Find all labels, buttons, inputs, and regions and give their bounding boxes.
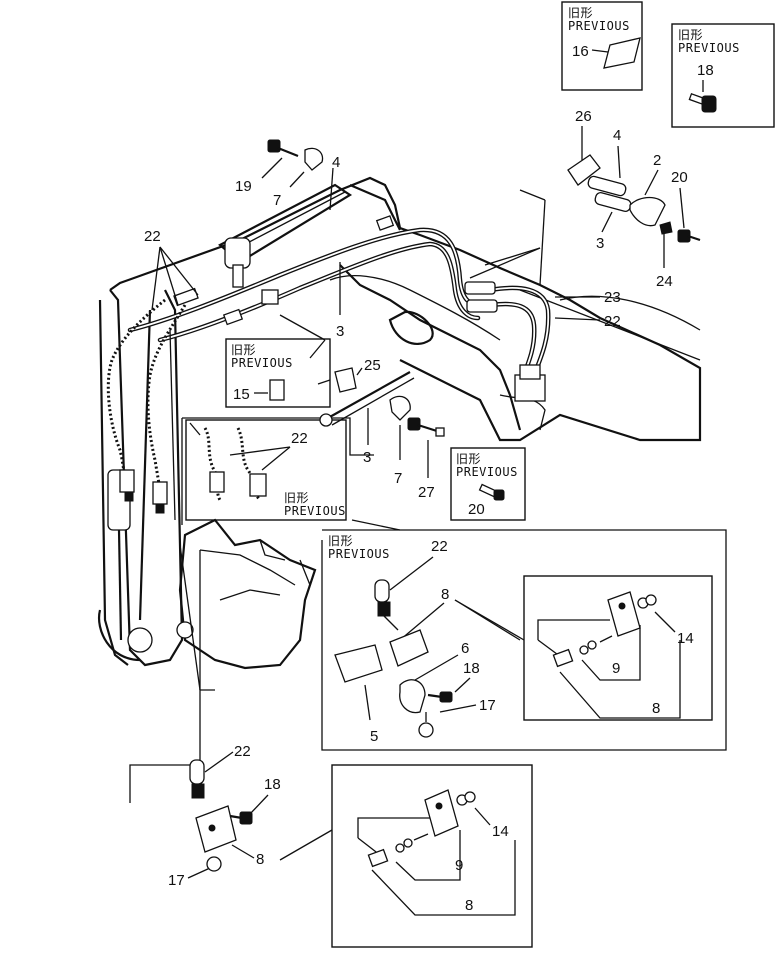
- svg-text:PREVIOUS: PREVIOUS: [328, 547, 390, 561]
- callout-6: 6: [461, 640, 469, 657]
- callout-3-top: 3: [596, 235, 604, 252]
- callout-16: 16: [572, 43, 589, 60]
- callout-5: 5: [370, 728, 378, 745]
- callout-23-inset: 22: [291, 430, 308, 447]
- callout-17-detail: 17: [479, 697, 496, 714]
- svg-text:旧形: 旧形: [231, 343, 256, 357]
- callout-15: 15: [233, 386, 250, 403]
- callout-17-lower: 17: [168, 872, 185, 889]
- callout-27: 27: [418, 484, 435, 501]
- svg-text:旧形: 旧形: [568, 6, 593, 20]
- callout-24: 25: [364, 357, 381, 374]
- callout-8-inner-lower: 8: [465, 897, 473, 914]
- callout-26: 26: [575, 108, 592, 125]
- rod-bracket-group: 25 3 7 27: [317, 357, 445, 501]
- svg-text:旧形: 旧形: [284, 491, 309, 505]
- callout-7: 7: [273, 192, 281, 209]
- callout-8-detail: 8: [441, 586, 449, 603]
- callout-8-inner: 8: [652, 700, 660, 717]
- pin-clamp-group: 26 4 2 20 3 24: [567, 108, 701, 290]
- svg-text:PREVIOUS: PREVIOUS: [284, 504, 346, 518]
- previous-box-18: 旧形 PREVIOUS 18: [671, 23, 775, 128]
- callout-19-lower: 18: [264, 776, 281, 793]
- callout-4: 4: [332, 154, 340, 171]
- callout-25: 24: [656, 273, 673, 290]
- callout-19-detail: 18: [463, 660, 480, 677]
- callout-21: 22: [604, 313, 621, 330]
- previous-box-15: 旧形 PREVIOUS 15: [225, 338, 331, 408]
- callout-2: 2: [653, 152, 661, 169]
- previous-inset-hoses: 旧形 PREVIOUS 22: [181, 417, 374, 525]
- callout-3-rod: 3: [363, 449, 371, 466]
- svg-text:PREVIOUS: PREVIOUS: [456, 465, 518, 479]
- previous-box-20: 旧形 PREVIOUS 20: [450, 447, 526, 521]
- detail-box-upper: 旧形 PREVIOUS 22 8 6 5 18 17 14: [321, 519, 727, 751]
- callout-23-detail: 22: [431, 538, 448, 555]
- hose-lines: [106, 215, 551, 521]
- callout-4-pin: 4: [613, 127, 621, 144]
- callout-22: 23: [604, 289, 621, 306]
- callout-3-boom: 3: [279, 262, 344, 359]
- hose-callouts: 23 22: [469, 247, 621, 330]
- callout-18-prev: 18: [697, 62, 714, 79]
- detail-lower: 22 18 8 17 14 9 8: [129, 544, 533, 948]
- previous-box-16: 旧形 PREVIOUS 16: [561, 1, 643, 91]
- svg-text:旧形: 旧形: [328, 534, 353, 548]
- bolt-clamp-group: 19 7 4: [235, 139, 340, 211]
- boom-arm-assembly: [97, 176, 702, 670]
- callout-14-lower: 14: [492, 823, 509, 840]
- callout-7-rod: 7: [394, 470, 402, 487]
- svg-text:旧形: 旧形: [678, 28, 703, 42]
- svg-text:3: 3: [336, 323, 344, 340]
- callout-18: 20: [671, 169, 688, 186]
- callout-23-lower: 22: [234, 743, 251, 760]
- svg-text:PREVIOUS: PREVIOUS: [678, 41, 740, 55]
- callout-20-prev: 20: [468, 501, 485, 518]
- callout-9: 9: [612, 660, 620, 677]
- callout-8-lower: 8: [256, 851, 264, 868]
- callout-14: 14: [677, 630, 694, 647]
- svg-text:PREVIOUS: PREVIOUS: [231, 356, 293, 370]
- svg-text:22: 22: [144, 228, 161, 245]
- svg-text:PREVIOUS: PREVIOUS: [568, 19, 630, 33]
- svg-text:旧形: 旧形: [456, 452, 481, 466]
- callout-23-main: 22: [144, 228, 199, 311]
- callout-20: 19: [235, 178, 252, 195]
- callout-9-lower: 9: [455, 857, 463, 874]
